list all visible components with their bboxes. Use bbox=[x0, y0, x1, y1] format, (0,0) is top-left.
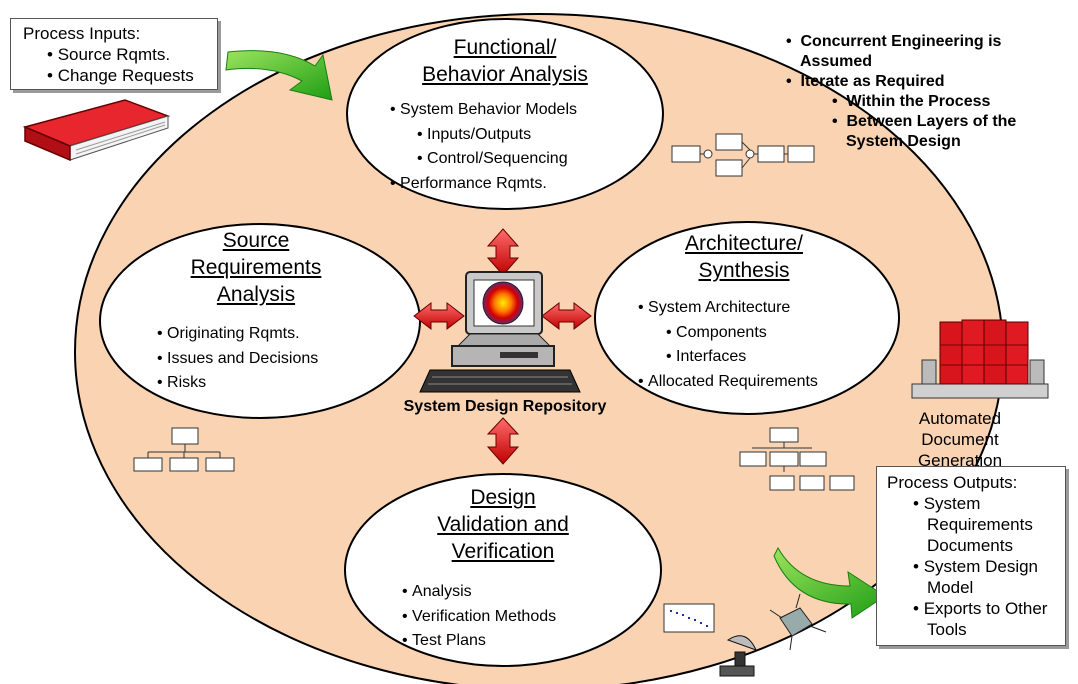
functional-items: System Behavior Models Inputs/Outputs Co… bbox=[390, 98, 577, 196]
block-diagram-icon bbox=[671, 133, 815, 177]
source-req-item: Issues and Decisions bbox=[157, 347, 318, 372]
architecture-item: Allocated Requirements bbox=[638, 370, 818, 395]
architecture-items: System Architecture Components Interface… bbox=[638, 296, 818, 394]
process-output-item: • System Design Model bbox=[913, 557, 1039, 597]
note-subitem: Between Layers of the System Design bbox=[832, 112, 1076, 152]
output-arrow-icon bbox=[773, 546, 886, 619]
design-val-item: Test Plans bbox=[402, 629, 556, 654]
functional-title: Functional/ Behavior Analysis bbox=[422, 36, 588, 86]
notes-list: Concurrent Engineering is Assumed Iterat… bbox=[786, 32, 1056, 152]
design-val-item: Verification Methods bbox=[402, 605, 556, 630]
architecture-title: Architecture/ Synthesis bbox=[685, 232, 803, 282]
functional-item: Inputs/Outputs bbox=[390, 123, 577, 148]
architecture-chart-icon bbox=[739, 427, 855, 491]
repository-label: System Design Repository bbox=[403, 398, 607, 415]
source-req-items: Originating Rqmts. Issues and Decisions … bbox=[157, 322, 318, 396]
functional-item: Performance Rqmts. bbox=[390, 172, 577, 197]
process-outputs-box: Process Outputs: • System Requirements D… bbox=[876, 466, 1066, 646]
process-input-item: • Source Rqmts. bbox=[47, 45, 171, 64]
source-req-title: Source Requirements Analysis bbox=[190, 229, 322, 306]
architecture-item: Components bbox=[638, 321, 818, 346]
process-input-item: • Change Requests bbox=[47, 66, 194, 85]
note-item: Iterate as Required bbox=[786, 72, 1056, 92]
radar-dish-icon bbox=[719, 635, 757, 677]
architecture-item: Interfaces bbox=[638, 345, 818, 370]
input-arrow-icon bbox=[225, 50, 333, 101]
automated-doc-label: Automated Document Generation bbox=[917, 409, 1003, 470]
process-output-item: • Exports to Other Tools bbox=[913, 599, 1048, 639]
design-val-title: Design Validation and Verification bbox=[437, 486, 569, 563]
functional-item: System Behavior Models bbox=[390, 98, 577, 123]
binders-icon bbox=[911, 319, 1049, 399]
process-outputs-heading: Process Outputs: bbox=[887, 473, 1018, 492]
functional-item: Control/Sequencing bbox=[390, 147, 577, 172]
hierarchy-chart-icon bbox=[133, 427, 235, 472]
note-item: Concurrent Engineering is Assumed bbox=[786, 32, 1060, 72]
computer-icon bbox=[419, 271, 581, 393]
architecture-item: System Architecture bbox=[638, 296, 818, 321]
source-req-item: Originating Rqmts. bbox=[157, 322, 318, 347]
satellite-icon bbox=[769, 593, 827, 651]
design-val-items: Analysis Verification Methods Test Plans bbox=[402, 580, 556, 654]
process-inputs-box: Process Inputs: • Source Rqmts. • Change… bbox=[10, 18, 218, 90]
source-req-item: Risks bbox=[157, 371, 318, 396]
test-plot-icon bbox=[663, 603, 715, 633]
book-icon bbox=[22, 99, 171, 162]
process-output-item: • System Requirements Documents bbox=[913, 494, 1033, 555]
process-inputs-heading: Process Inputs: bbox=[23, 24, 141, 43]
arrow-left-source bbox=[413, 301, 465, 331]
arrow-down-design bbox=[486, 417, 520, 465]
design-val-item: Analysis bbox=[402, 580, 556, 605]
note-subitem: Within the Process bbox=[832, 92, 1056, 112]
arrow-right-architecture bbox=[541, 301, 592, 331]
